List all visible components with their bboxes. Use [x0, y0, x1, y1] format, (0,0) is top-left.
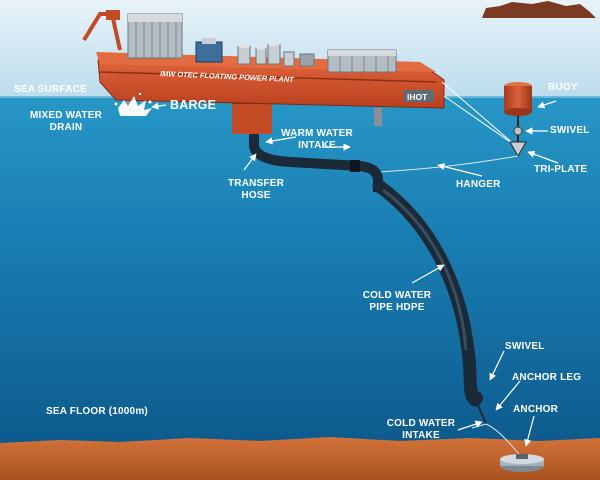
anchor	[500, 454, 544, 472]
barge	[82, 10, 445, 134]
barge-hull-mark: IHOT	[407, 92, 428, 102]
arrow-cold-water-intake	[457, 420, 483, 431]
sea	[0, 96, 600, 480]
arrow-anchor-leg	[495, 380, 521, 411]
label-warm-water-intake: WARM WATER INTAKE	[272, 128, 362, 152]
swivel-bottom	[469, 391, 483, 405]
label-cold-water-intake-line-1: COLD WATER	[386, 418, 456, 429]
arrow-anchor	[524, 415, 535, 447]
intake-leg	[374, 108, 382, 126]
label-cold-water-intake-line-2: INTAKE	[402, 430, 440, 441]
arrow-cold-water-pipe	[411, 264, 445, 284]
buoy-body	[504, 86, 532, 112]
label-swivel-top: SWIVEL	[550, 125, 590, 136]
transfer-hose	[249, 141, 383, 185]
sea-floor	[0, 437, 600, 480]
label-sea-surface: SEA SURFACE	[14, 84, 87, 95]
label-transfer-hose-line-1: TRANSFER	[227, 178, 285, 189]
arrow-transfer-hose	[243, 153, 257, 171]
label-hanger: HANGER	[456, 179, 501, 190]
label-mixed-water-drain-line-2: DRAIN	[49, 122, 83, 133]
label-cold-water-pipe: COLD WATER PIPE HDPE	[354, 290, 440, 314]
label-transfer-hose: TRANSFER HOSE	[226, 178, 286, 202]
arrow-buoy	[537, 100, 557, 109]
label-cold-water-intake: COLD WATER INTAKE	[378, 418, 464, 442]
label-anchor-leg: ANCHOR LEG	[512, 372, 582, 383]
label-sea-floor: SEA FLOOR (1000m)	[46, 406, 148, 417]
anchor-leg	[485, 423, 523, 459]
label-mixed-water-drain-line-1: MIXED WATER	[29, 110, 102, 121]
tri-plate	[509, 141, 527, 158]
arrow-swivel-bottom	[489, 350, 505, 381]
arrow-hanger	[437, 163, 483, 177]
label-barge: BARGE	[170, 98, 217, 112]
label-buoy: BUOY	[548, 82, 578, 93]
swivel-top	[513, 126, 523, 136]
label-cold-water-pipe-line-1: COLD WATER	[362, 290, 432, 301]
label-warm-water-intake-line-2: INTAKE	[298, 140, 336, 151]
pipe-system	[249, 134, 523, 459]
label-cold-water-pipe-line-2: PIPE HDPE	[369, 302, 425, 313]
label-arrows	[151, 100, 559, 447]
drain-splash	[114, 92, 152, 116]
hanger-cable	[377, 155, 519, 173]
label-mixed-water-drain: MIXED WATER DRAIN	[16, 110, 116, 134]
label-tri-plate: TRI-PLATE	[534, 164, 588, 175]
mooring-system	[377, 81, 532, 173]
arrow-warm-water-intake	[265, 136, 297, 145]
label-swivel-bottom: SWIVEL	[505, 341, 545, 352]
label-warm-water-intake-line-1: WARM WATER	[281, 128, 353, 139]
arrow-barge	[151, 102, 167, 110]
label-transfer-hose-line-2: HOSE	[241, 190, 271, 201]
label-anchor: ANCHOR	[513, 404, 559, 415]
island	[482, 1, 596, 18]
arrow-tri-plate	[527, 150, 559, 164]
barge-sump	[232, 100, 272, 134]
